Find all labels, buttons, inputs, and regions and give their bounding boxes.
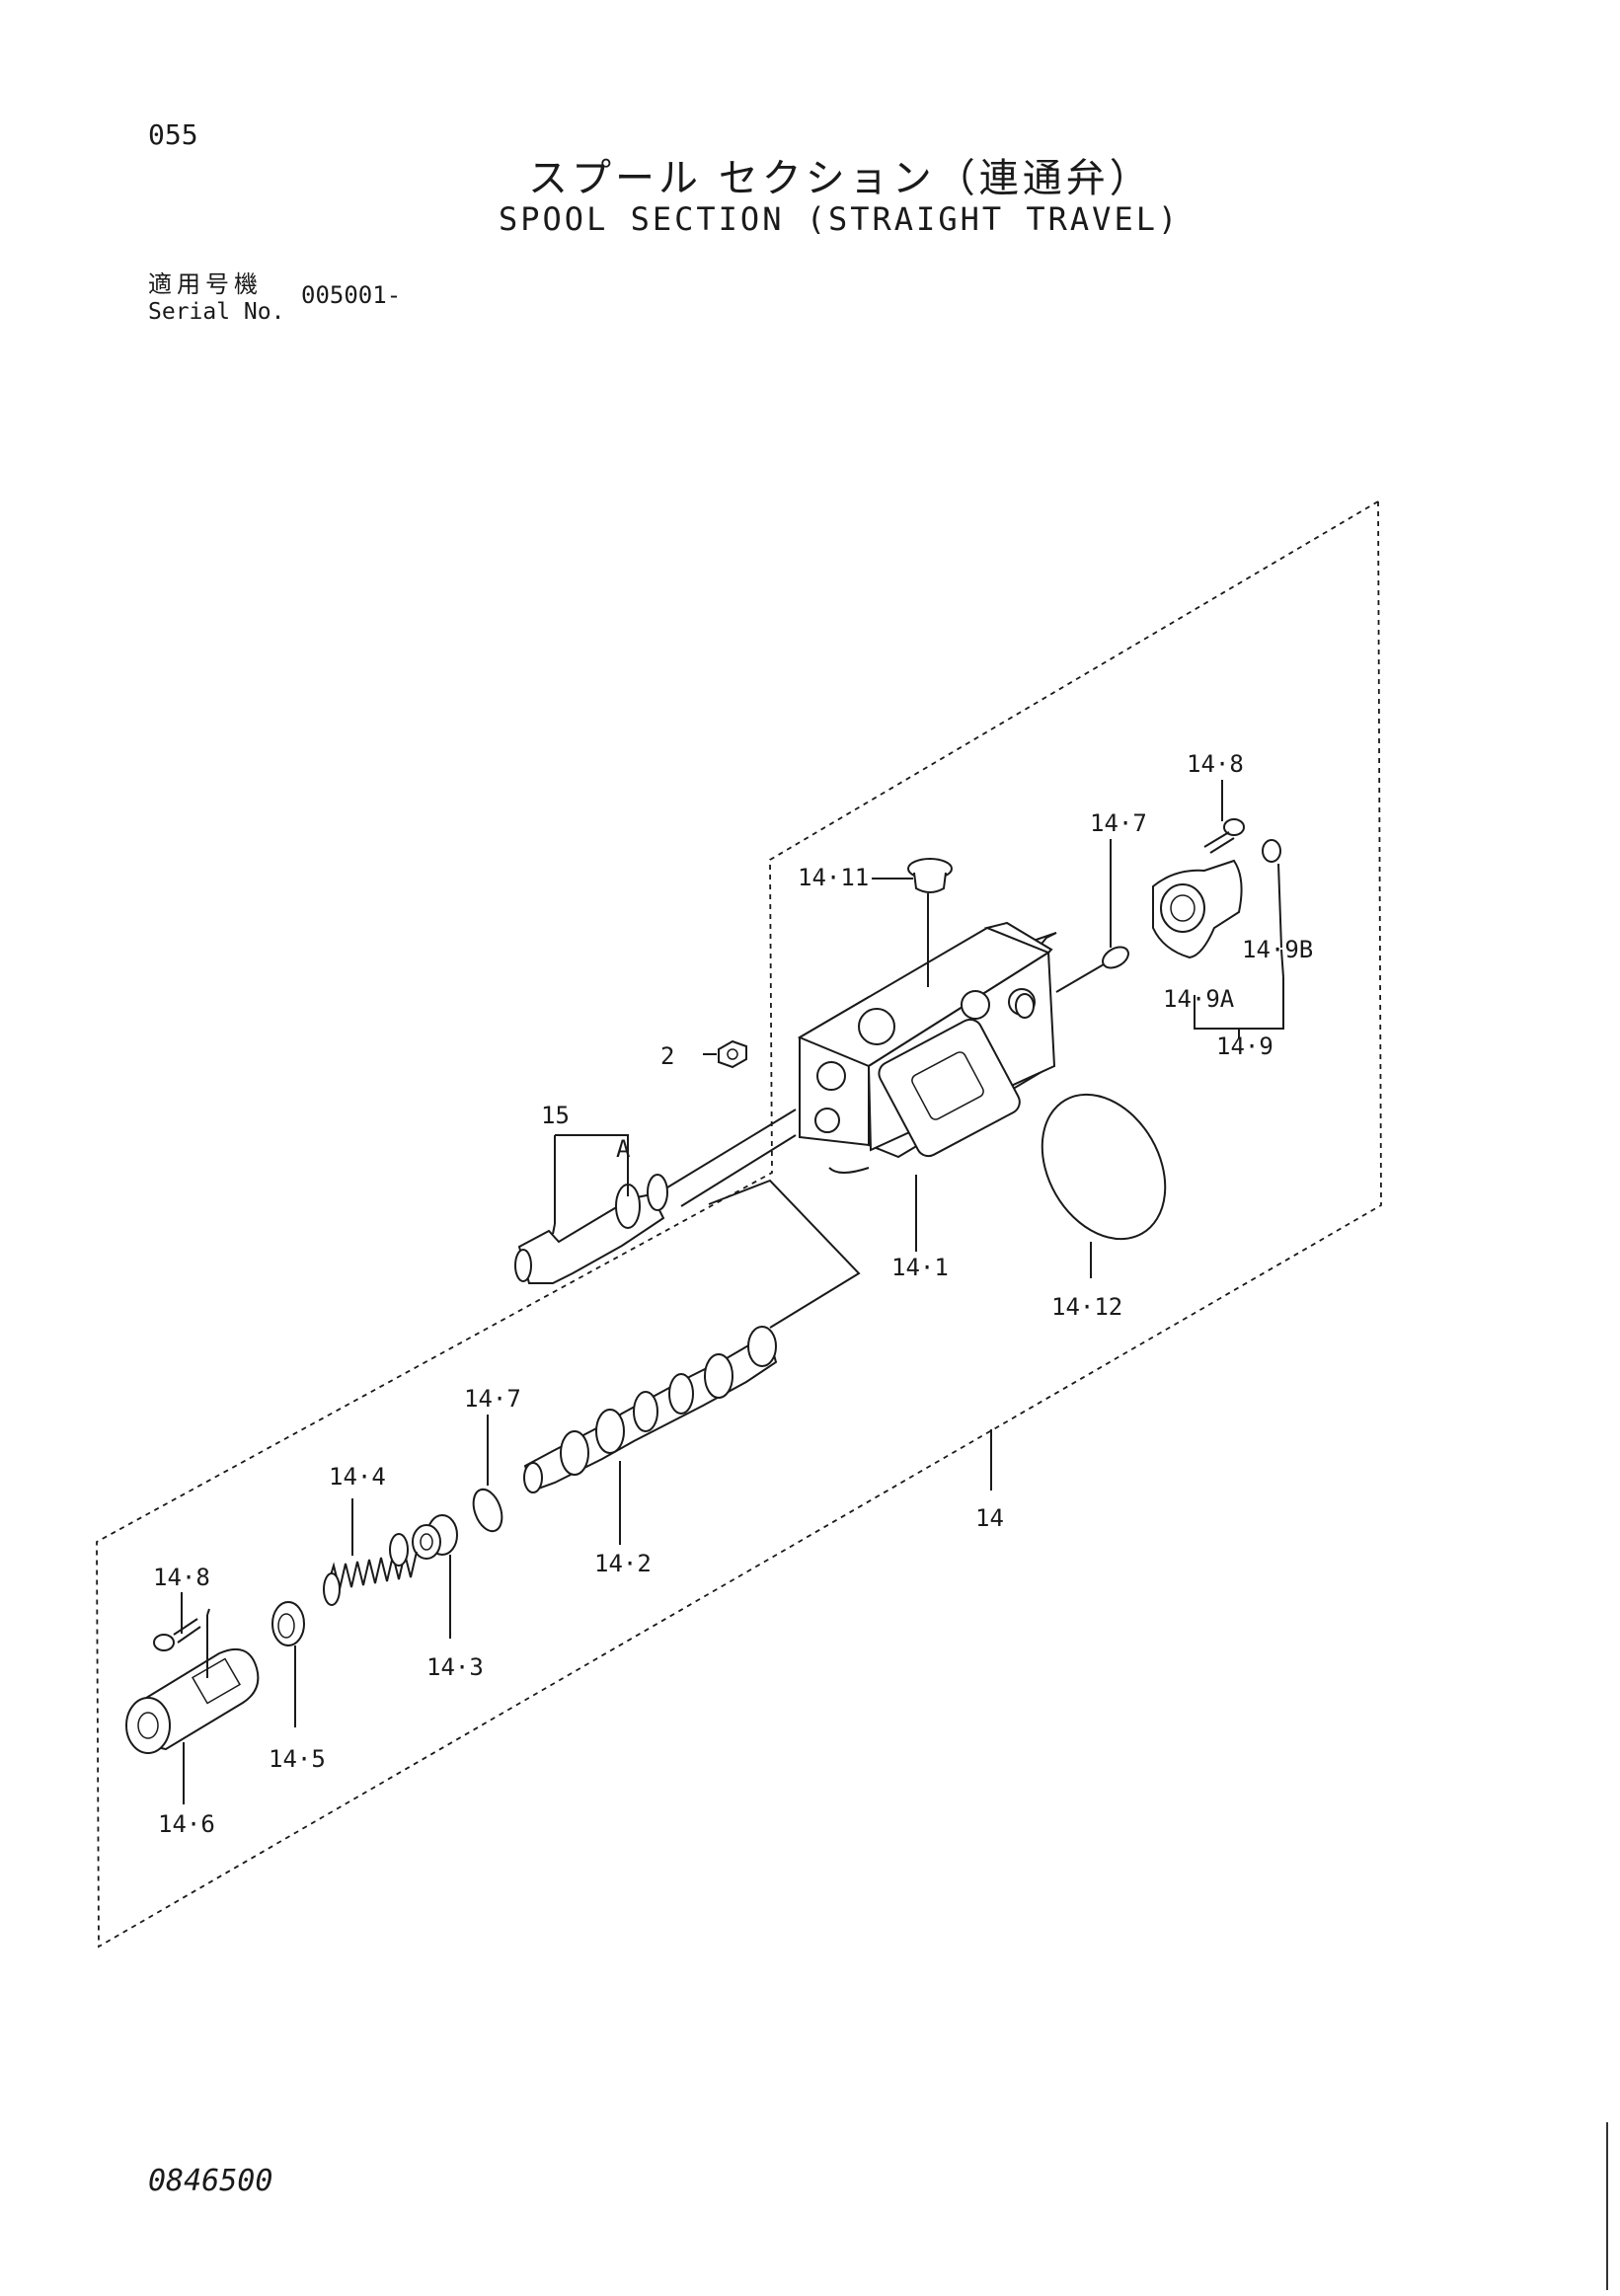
serial-label-english: Serial No. <box>148 299 285 325</box>
o-ring-part <box>1102 946 1129 969</box>
callout-14-4: 14·4 <box>329 1463 386 1491</box>
callout-14-8-lower: 14·8 <box>153 1564 210 1591</box>
large-o-ring-part <box>1041 1093 1167 1241</box>
title-english: SPOOL SECTION (STRAIGHT TRAVEL) <box>499 200 1181 238</box>
callout-14-9A: 14·9A <box>1163 985 1235 1013</box>
plug-part <box>907 858 953 987</box>
page-number: 055 <box>148 118 198 151</box>
serial-label-japanese: 適用号機 <box>148 270 263 298</box>
seat-part <box>412 1514 458 1560</box>
callout-14-7-upper: 14·7 <box>1090 809 1147 837</box>
scan-edge-mark <box>1606 2122 1608 2290</box>
leader-lines <box>181 780 1284 1804</box>
washer-lower-part <box>271 1601 305 1646</box>
callout-14-9B: 14·9B <box>1242 936 1313 963</box>
relief-valve-part <box>514 1109 797 1284</box>
callout-14-11: 14·11 <box>798 864 869 891</box>
washer-part <box>1262 839 1281 863</box>
valve-body-part <box>797 921 1057 1174</box>
cap-part <box>125 1648 260 1754</box>
callout-14-8-upper: 14·8 <box>1187 750 1244 778</box>
callout-14-3: 14·3 <box>426 1653 484 1681</box>
leader-spool-body <box>708 1179 861 1329</box>
callout-A: A <box>616 1135 631 1163</box>
spool-part <box>523 1326 778 1493</box>
bolt-lower-part <box>153 1618 201 1651</box>
o-ring-lower-part <box>472 1488 503 1533</box>
callout-14-1: 14·1 <box>891 1254 949 1281</box>
assembly-boundary <box>96 500 1382 1949</box>
callout-2: 2 <box>660 1042 674 1070</box>
nut-part <box>718 1039 747 1069</box>
callout-14-9: 14·9 <box>1216 1033 1273 1060</box>
bolt-part <box>1203 818 1245 854</box>
document-number: 0846500 <box>148 2164 273 2198</box>
callout-14-12: 14·12 <box>1051 1293 1122 1321</box>
spring-part <box>323 1533 418 1606</box>
callout-15: 15 <box>541 1102 570 1129</box>
cover-part <box>1152 859 1243 959</box>
callout-14-5: 14·5 <box>269 1745 326 1773</box>
title-japanese: スプール セクション（連通弁） <box>528 156 1153 201</box>
serial-value: 005001- <box>301 281 402 309</box>
callout-14: 14 <box>975 1504 1004 1532</box>
callout-14-6: 14·6 <box>158 1810 215 1838</box>
callout-14-2: 14·2 <box>594 1550 652 1577</box>
callout-14-7-lower: 14·7 <box>464 1385 521 1413</box>
